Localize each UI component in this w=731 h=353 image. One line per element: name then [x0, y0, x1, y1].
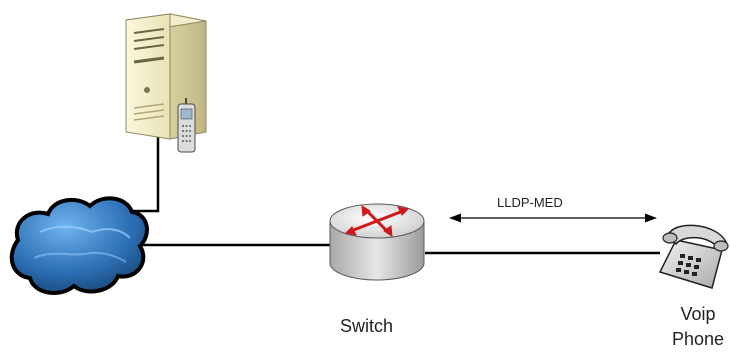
- lldp-med-arrow: [449, 213, 657, 223]
- handset-icon: [177, 98, 196, 153]
- server-to-cloud-link: [124, 128, 160, 213]
- lldp-med-label: LLDP-MED: [497, 195, 563, 210]
- network-cloud-icon: [9, 196, 149, 295]
- switch-icon: [329, 203, 425, 281]
- switch-label: Switch: [340, 316, 394, 336]
- server-icon: [125, 13, 207, 153]
- voip-phone-label-line1: Voip: [680, 304, 716, 324]
- voip-phone-label: Voip Phone: [672, 302, 724, 352]
- voip-phone-icon: [658, 224, 729, 289]
- voip-phone-label-line2: Phone: [672, 329, 725, 349]
